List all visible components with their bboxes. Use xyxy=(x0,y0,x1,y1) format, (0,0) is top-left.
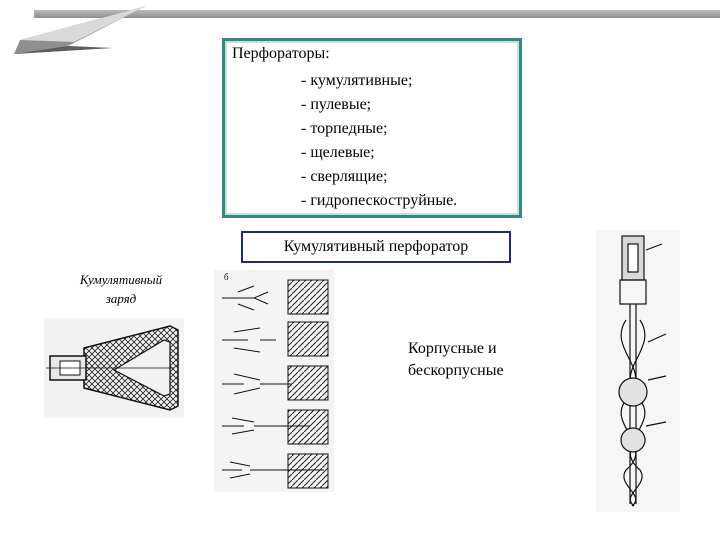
list-item: - щелевые; xyxy=(301,144,375,161)
shaped-charge-illustration xyxy=(44,318,184,418)
list-item: - торпедные; xyxy=(301,120,388,137)
section-heading: Кумулятивный перфоратор xyxy=(241,231,511,263)
perforator-types-box: Перфораторы: - кумулятивные; - пулевые; … xyxy=(222,38,522,218)
figure-letter: б xyxy=(224,272,229,282)
perforator-column-drawing xyxy=(596,230,680,512)
list-item: - кумулятивные; xyxy=(301,72,413,89)
charge-caption: Кумулятивный заряд xyxy=(79,272,163,306)
top-bar xyxy=(34,10,720,18)
list-item: - гидропескоструйные. xyxy=(301,192,458,209)
list-item: - сверлящие; xyxy=(301,168,388,185)
housing-note: Корпусные и бескорпусные xyxy=(408,340,504,379)
list-title: Перфораторы: xyxy=(232,45,330,62)
perforator-types-list: - кумулятивные; - пулевые; - торпедные; … xyxy=(301,69,457,213)
arrow-logo-icon xyxy=(14,6,146,54)
list-item: - пулевые; xyxy=(301,96,372,113)
jet-formation-sequence: б xyxy=(214,270,334,492)
